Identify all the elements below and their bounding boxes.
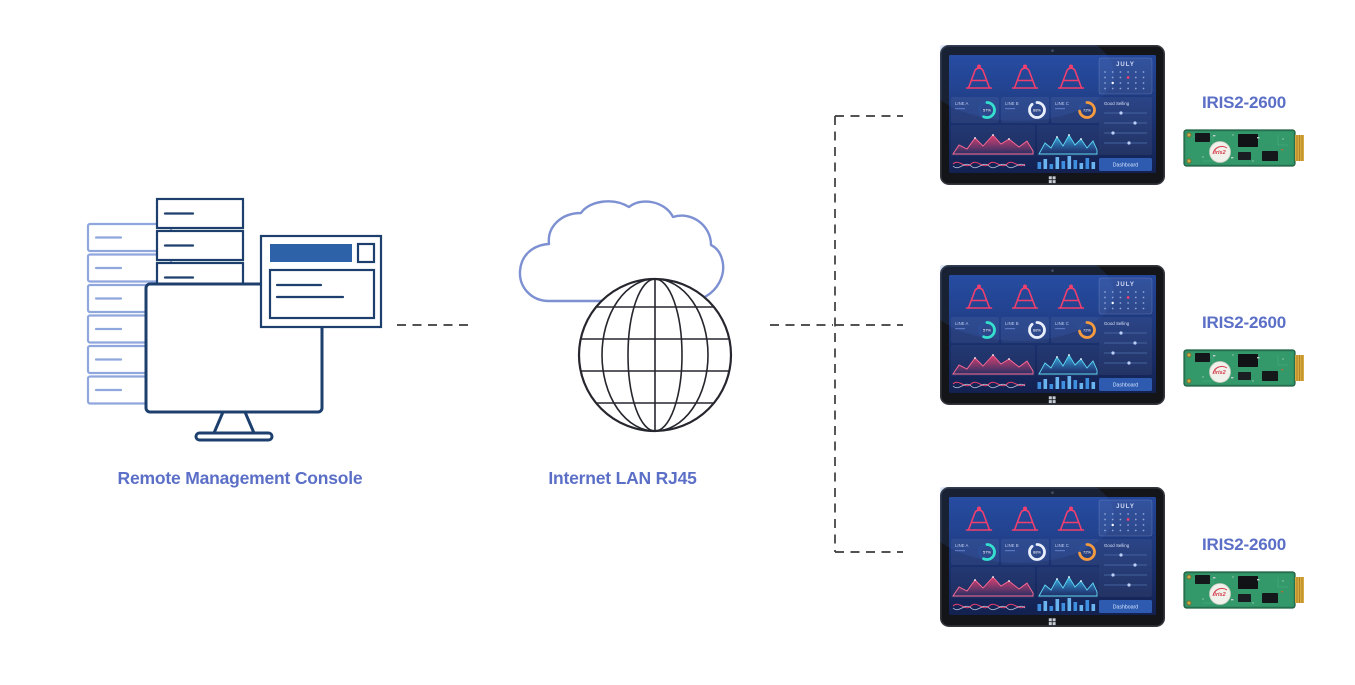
globe-icon xyxy=(577,277,733,433)
tablet-dashboard-2 xyxy=(940,265,1165,405)
cloud-globe-illustration xyxy=(518,200,733,433)
device-row-3: IRIS2-2600 xyxy=(940,487,1312,667)
iris2-module-3 xyxy=(1183,571,1305,609)
monitor-stand xyxy=(212,410,256,435)
device-row-2: IRIS2-2600 xyxy=(940,265,1312,445)
management-console-illustration xyxy=(86,197,383,442)
remote-console-node xyxy=(85,190,395,445)
device-label-3: IRIS2-2600 xyxy=(1202,535,1286,554)
iris2-module-2 xyxy=(1183,349,1305,387)
network-label: Internet LAN RJ45 xyxy=(548,468,697,488)
internet-node xyxy=(505,195,740,440)
monitor-base xyxy=(194,431,274,442)
device-label-1: IRIS2-2600 xyxy=(1202,93,1286,112)
cloud-icon xyxy=(518,200,725,303)
tablet-dashboard-3 xyxy=(940,487,1165,627)
device-row-1: IRIS2-2600 xyxy=(940,45,1312,225)
iris2-module-1 xyxy=(1183,129,1305,167)
app-window xyxy=(259,234,383,329)
tablet-dashboard-1 xyxy=(940,45,1165,185)
window-address-bar xyxy=(270,244,352,262)
window-button xyxy=(356,242,376,264)
device-label-2: IRIS2-2600 xyxy=(1202,313,1286,332)
console-label: Remote Management Console xyxy=(117,468,363,488)
window-content xyxy=(268,268,376,320)
